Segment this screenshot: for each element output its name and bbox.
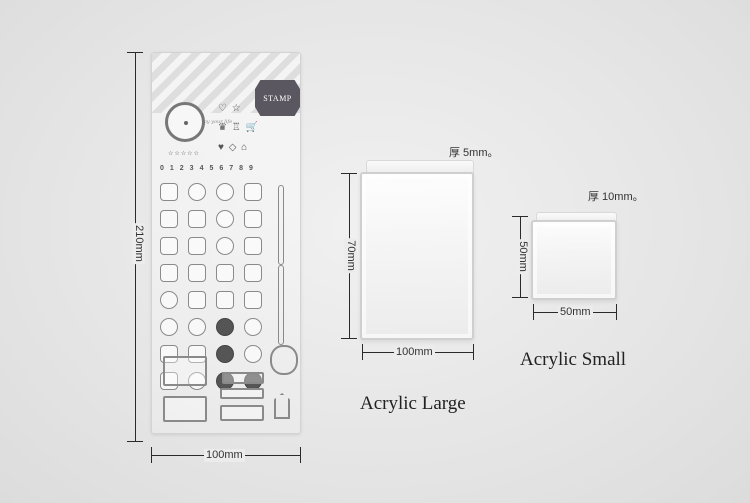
mail-icon (216, 264, 234, 282)
small-thickness-label: 厚 10mm。 (588, 191, 644, 203)
small-width-tick-left (533, 304, 534, 320)
stamp-badge: STAMP (255, 80, 300, 116)
tall-bar-stamp (278, 185, 284, 265)
acrylic-large-block (360, 172, 474, 340)
acrylic-small-block (531, 220, 617, 300)
telephone-icon (160, 264, 178, 282)
small-width-label: 50mm (558, 306, 593, 319)
bear-frame-icon (270, 345, 298, 375)
umbrella-icon (244, 345, 262, 363)
ring-icon (216, 237, 234, 255)
calculator-icon (160, 210, 178, 228)
person-icon (216, 183, 234, 201)
large-height-tick-top (341, 173, 357, 174)
small-width-tick-right (616, 304, 617, 320)
heart-diamond-icon-row: ♥ ◇ ⌂ (218, 142, 249, 153)
heart-star-icon-row: ♡ ☆ (218, 103, 242, 114)
bottle-icon (244, 291, 262, 309)
sheet-height-tick-top (127, 52, 143, 53)
smile-icon (216, 345, 234, 363)
bag-icon (188, 237, 206, 255)
large-height-label: 70mm (343, 238, 357, 273)
trash-icon (216, 291, 234, 309)
small-height-tick-top (512, 216, 528, 217)
acrylic-large-caption: Acrylic Large (360, 393, 466, 414)
calendar-icon (160, 183, 178, 201)
tools-icon (244, 264, 262, 282)
tag-frame-icon (274, 393, 290, 419)
tall-bar-stamp-2 (278, 265, 284, 345)
camera-icon (244, 210, 262, 228)
large-width-label: 100mm (394, 346, 435, 359)
large-width-tick-left (362, 344, 363, 360)
small-height-tick-bottom (512, 297, 528, 298)
clock-icon (165, 102, 205, 142)
house-icon (188, 264, 206, 282)
large-width-tick-right (473, 344, 474, 360)
sheet-width-tick-left (151, 447, 152, 463)
small-height-label: 50mm (515, 239, 529, 274)
stars-icon-row: ☆☆☆☆☆ (168, 151, 200, 157)
sheet-height-label: 210mm (131, 223, 145, 264)
book-icon (188, 291, 206, 309)
crown-cart-icon-row: ♛ ♖ 🛒 (218, 122, 259, 133)
phone-icon (216, 210, 234, 228)
lightning-icon (188, 345, 206, 363)
cloud-icon (188, 318, 206, 336)
sheet-height-tick-bottom (127, 441, 143, 442)
music-icon (160, 237, 178, 255)
pills-icon (188, 183, 206, 201)
large-height-tick-bottom (341, 338, 357, 339)
frame-stamp-2 (222, 372, 264, 384)
alarm-icon (160, 291, 178, 309)
face-icon (216, 318, 234, 336)
number-stamps: 0123456789 (160, 165, 259, 172)
sheet-width-tick-right (300, 447, 301, 463)
frame-stamp-1 (163, 356, 207, 386)
gift-icon (244, 237, 262, 255)
frame-stamp-5 (220, 405, 264, 421)
frame-stamp-3 (220, 388, 264, 399)
acrylic-small-caption: Acrylic Small (520, 349, 627, 370)
sheet-width-label: 100mm (204, 449, 245, 462)
frame-stamp-4 (163, 396, 207, 422)
cake-icon (244, 318, 262, 336)
group-icon (188, 210, 206, 228)
sheet-tagline: enjoy your life (196, 119, 233, 125)
large-thickness-label: 厚 5mm。 (449, 147, 499, 159)
note-icon (244, 183, 262, 201)
sun-icon (160, 318, 178, 336)
